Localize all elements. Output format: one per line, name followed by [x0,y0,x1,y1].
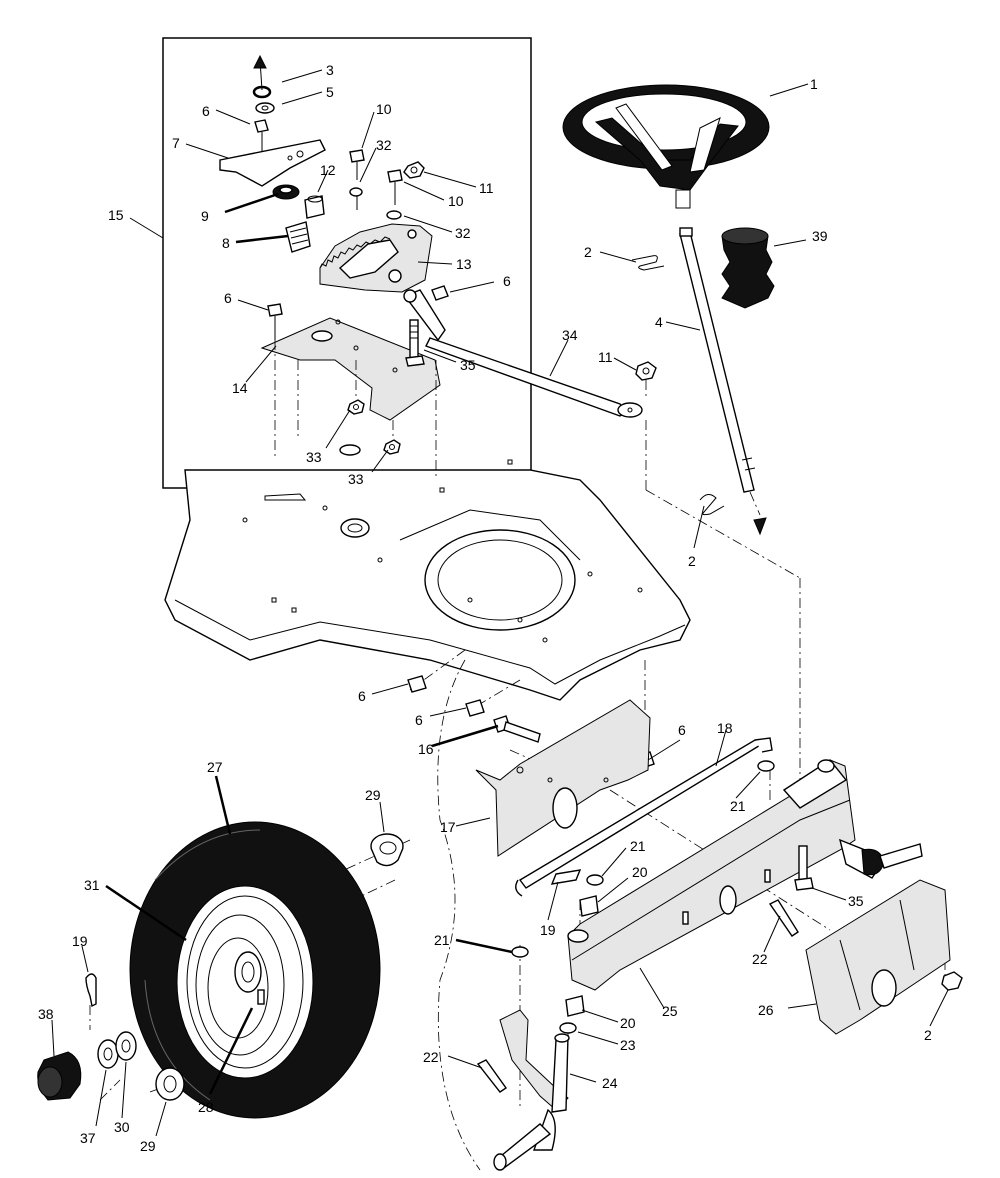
callout-34: 34 [562,327,578,343]
callout-31: 31 [84,877,100,893]
callout-6: 6 [503,273,511,289]
bushing-29-top [370,833,404,867]
callout-20: 20 [620,1015,636,1031]
callout-6: 6 [358,688,366,704]
callout-25: 25 [662,1003,678,1019]
callout-11: 11 [479,180,494,196]
tractor-frame [164,459,691,701]
callout-16: 16 [418,741,434,757]
bolt-16 [493,715,541,743]
callout-22: 22 [423,1049,439,1065]
callout-3: 3 [326,62,334,78]
callout-11: 11 [598,349,613,365]
callout-32: 32 [376,137,392,153]
callout-4: 4 [655,314,663,330]
callout-2: 2 [688,553,696,569]
callout-5: 5 [326,84,334,100]
callout-18: 18 [717,720,733,736]
hairpin-clip-middle [699,494,725,516]
callout-35: 35 [460,357,476,373]
callout-2: 2 [584,244,592,260]
wheel-hardware [37,973,185,1101]
callout-10: 10 [376,101,392,117]
leader-lines [51,69,949,1137]
callout-21: 21 [730,798,746,814]
front-axle [567,759,856,991]
bolt-6-front-middle [465,699,485,717]
callout-23: 23 [620,1037,636,1053]
left-spindle [493,1009,570,1171]
callout-14: 14 [232,380,248,396]
drag-link [425,337,643,418]
callout-28: 28 [198,1099,214,1115]
callout-29: 29 [140,1138,156,1154]
callout-30: 30 [114,1119,130,1135]
axle-bracket [475,699,651,857]
callout-27: 27 [207,759,223,775]
callout-21: 21 [630,838,646,854]
front-wheel-guard [805,879,951,1035]
locknut-11 [635,361,657,381]
callout-10: 10 [448,193,464,209]
callout-32: 32 [455,225,471,241]
callout-17: 17 [440,819,456,835]
right-spindle [794,838,923,891]
callout-19: 19 [540,922,556,938]
callout-1: 1 [810,76,818,92]
steering-wheel [562,84,770,209]
callout-39: 39 [812,228,828,244]
callout-33: 33 [348,471,364,487]
callout-20: 20 [632,864,648,880]
callout-6: 6 [202,103,210,119]
callout-7: 7 [172,135,180,151]
callout-22: 22 [752,951,768,967]
steering-shaft [679,227,767,536]
callout-37: 37 [80,1130,96,1146]
callout-24: 24 [602,1075,618,1091]
callout-26: 26 [758,1002,774,1018]
callout-15: 15 [108,207,124,223]
bolt-6-front-left [407,675,427,693]
callout-12: 12 [320,162,336,178]
callout-2: 2 [924,1027,932,1043]
locknut-2 [941,971,963,991]
hairpin-clip-upper [631,255,665,271]
callout-labels: 1 2 2 2 3 4 5 6 6 6 6 6 6 7 8 9 10 10 11… [38,62,932,1154]
callout-21: 21 [434,932,450,948]
callout-6: 6 [224,290,232,306]
steering-boot [721,227,775,309]
callout-38: 38 [38,1006,54,1022]
tie-rod [515,737,773,897]
callout-8: 8 [222,235,230,251]
callout-6: 6 [678,722,686,738]
callout-29: 29 [365,787,381,803]
callout-6: 6 [415,712,423,728]
callout-9: 9 [201,208,209,224]
callout-19: 19 [72,933,88,949]
callout-35: 35 [848,893,864,909]
front-tire [129,821,381,1119]
callout-33: 33 [306,449,322,465]
callout-13: 13 [456,256,472,272]
inset-parts [219,54,449,480]
